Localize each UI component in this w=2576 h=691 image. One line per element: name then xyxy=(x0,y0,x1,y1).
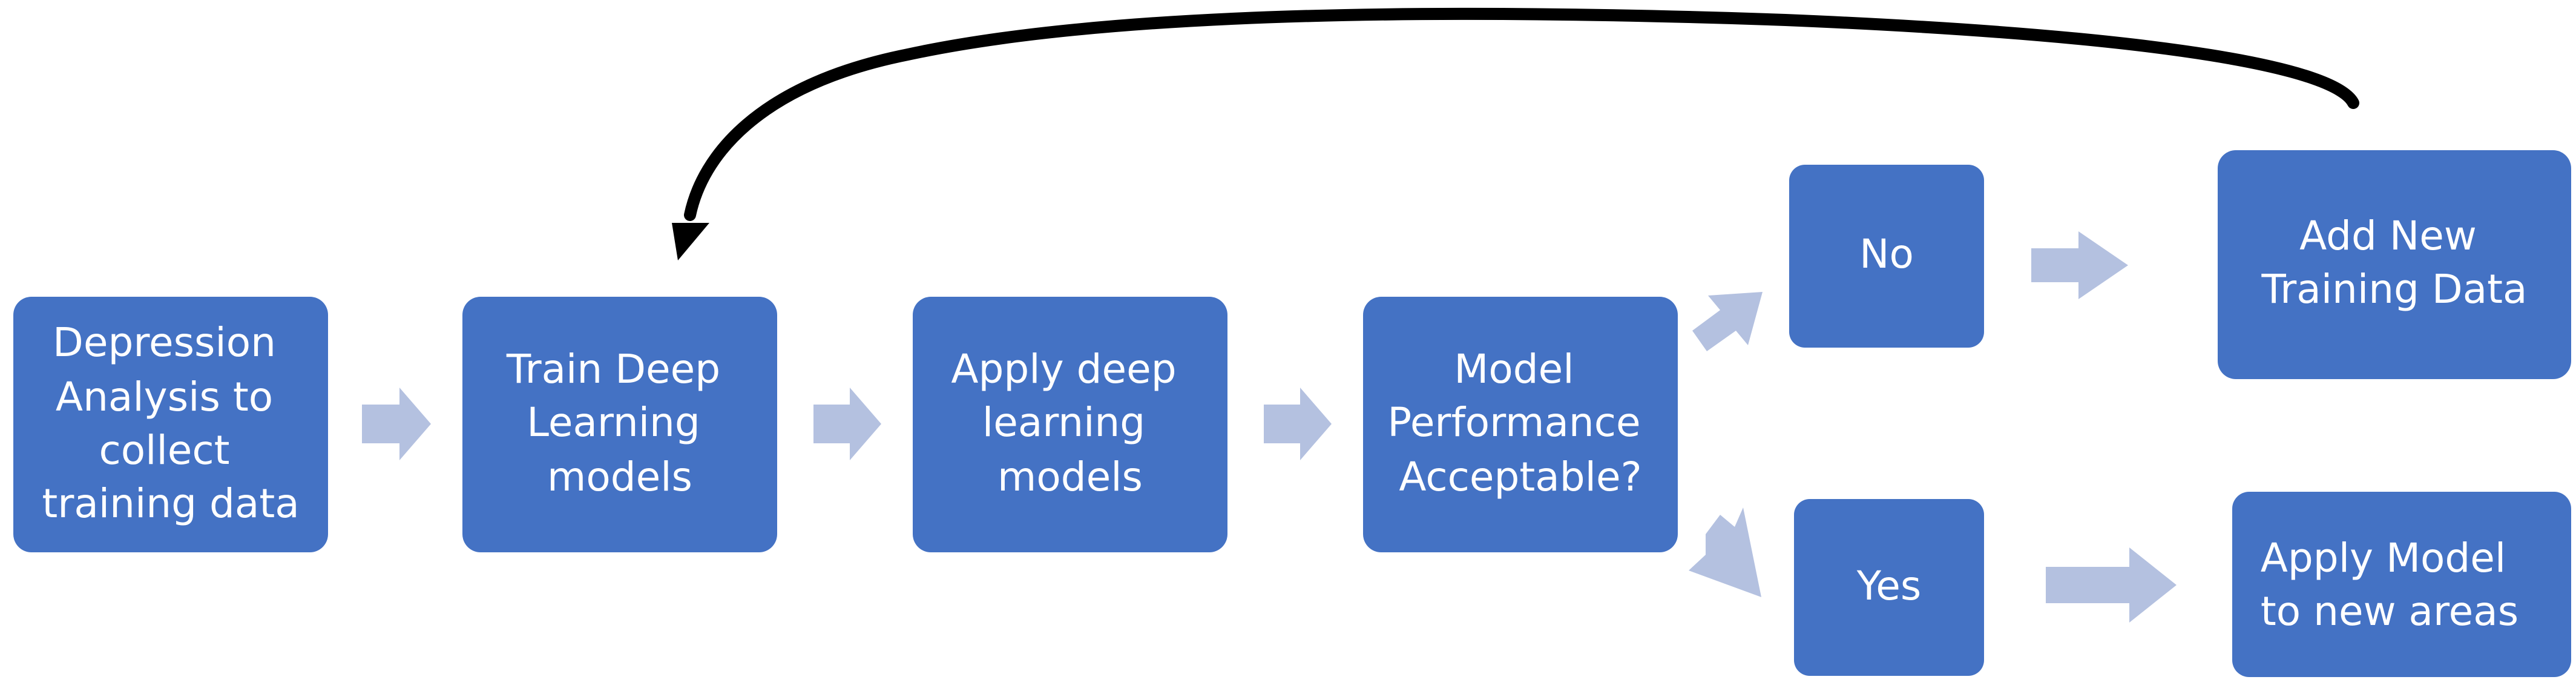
node-no: No xyxy=(1789,165,1984,348)
node-add-data-box xyxy=(2218,150,2571,379)
node-apply-new-areas: Apply Model to new areas xyxy=(2232,492,2571,677)
node-apply-models-label: Apply deep learning models xyxy=(951,346,1189,500)
flow-arrow-train-to-apply xyxy=(813,388,881,460)
node-performance-check-label: Model Performance Acceptable? xyxy=(1387,346,1653,500)
node-performance-check-box xyxy=(1363,297,1678,552)
node-depression-analysis-label: Depression Analysis to collect training … xyxy=(42,319,299,527)
flow-arrow-yes-to-apply-new-areas xyxy=(2046,547,2177,623)
node-train-models-box xyxy=(462,297,777,552)
node-depression-analysis: Depression Analysis to collect training … xyxy=(13,297,328,552)
flow-arrow-check-to-yes xyxy=(1689,508,1761,597)
node-apply-models-box xyxy=(913,297,1227,552)
node-depression-analysis-box xyxy=(13,297,328,552)
node-train-models: Train Deep Learning models xyxy=(462,297,777,552)
node-yes-box xyxy=(1794,499,1984,676)
node-apply-new-areas-box xyxy=(2232,492,2571,677)
node-add-data-label: Add New Training Data xyxy=(2261,213,2528,312)
flow-arrow-no-to-add-data xyxy=(2031,231,2128,299)
flow-arrow-analysis-to-train xyxy=(362,388,431,460)
feedback-loop-arrowhead xyxy=(672,223,709,260)
flow-arrow-apply-to-check xyxy=(1264,388,1332,460)
node-yes-label: Yes xyxy=(1856,563,1922,609)
node-yes: Yes xyxy=(1794,499,1984,676)
node-no-label: No xyxy=(1859,231,1914,277)
node-train-models-label: Train Deep Learning models xyxy=(506,346,733,500)
node-no-box xyxy=(1789,165,1984,348)
node-performance-check: Model Performance Acceptable? xyxy=(1363,297,1678,552)
node-apply-models: Apply deep learning models xyxy=(913,297,1227,552)
flow-arrow-check-to-no xyxy=(1692,292,1763,351)
node-apply-new-areas-label: Apply Model to new areas xyxy=(2261,535,2518,635)
feedback-loop-arrow xyxy=(684,7,2359,221)
node-add-data: Add New Training Data xyxy=(2218,150,2571,379)
